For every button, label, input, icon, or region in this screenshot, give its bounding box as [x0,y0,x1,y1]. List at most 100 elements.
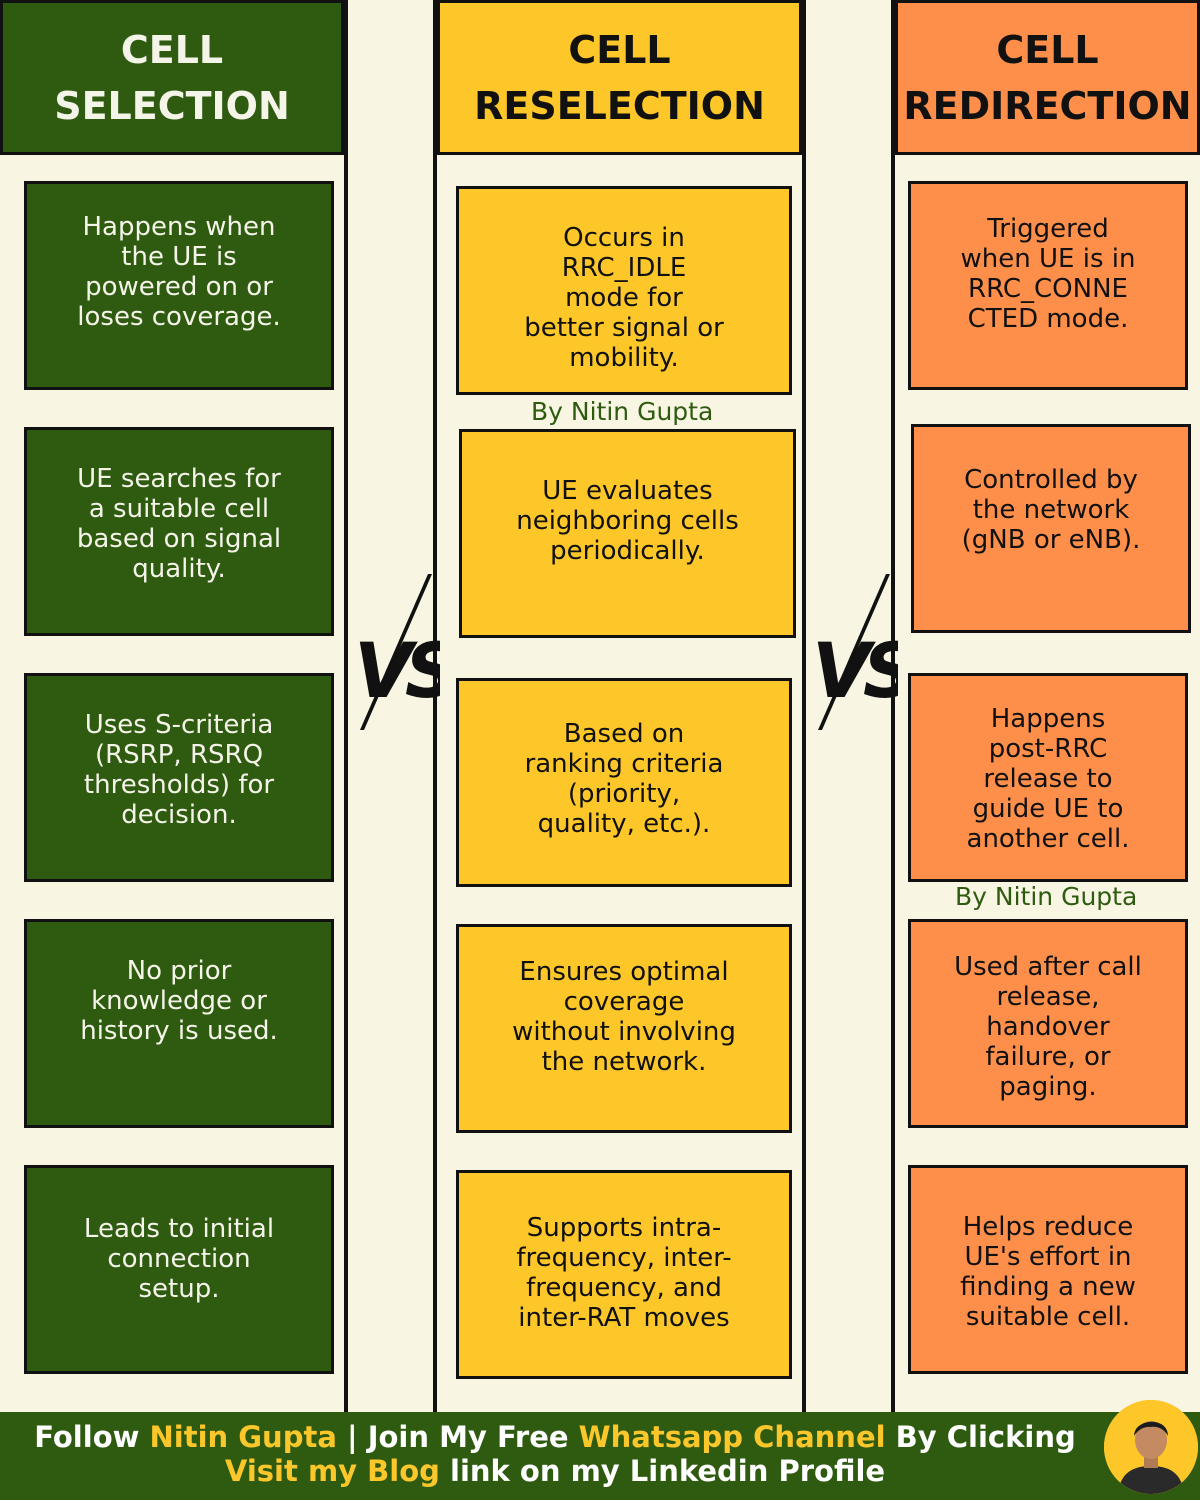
card-line: without involving [512,1017,736,1047]
card-line: loses coverage. [77,302,281,332]
header-line: SELECTION [54,83,290,128]
card-reselection-5: Supports intra-frequency, inter-frequenc… [456,1170,792,1379]
card-line: post-RRC [988,734,1108,764]
card-line: release, [996,982,1100,1012]
card-line: release to [983,764,1113,794]
header-line: RESELECTION [474,83,765,128]
whatsapp-channel-link[interactable]: Whatsapp Channel [578,1420,886,1454]
card-line: ranking criteria [524,749,724,779]
card-line: the UE is [121,242,237,272]
header-cell-reselection: CELL RESELECTION [437,0,802,155]
card-line: suitable cell. [965,1302,1131,1332]
card-line: Happens [990,704,1106,734]
blog-link[interactable]: Visit my Blog [224,1454,440,1488]
card-line: Used after call [954,952,1142,982]
card-line: powered on or [85,272,273,302]
versus-text: VS [354,626,440,715]
header-line: CELL [120,27,224,72]
card-line: (gNB or eNB). [961,525,1141,555]
header-line: CELL [996,27,1099,72]
footer-text: | Join My Free [336,1420,579,1454]
card-line: Controlled by [964,465,1138,495]
card-line: frequency, inter- [516,1243,732,1273]
card-line: better signal or [524,313,724,343]
card-line: a suitable cell [88,494,270,524]
author-link[interactable]: Nitin Gupta [149,1420,337,1454]
card-line: setup. [138,1274,220,1304]
byline-author: By Nitin Gupta [955,882,1138,911]
card-line: failure, or [985,1042,1111,1072]
author-avatar [1104,1400,1198,1494]
card-line: RRC_CONNE [968,274,1128,304]
card-line: Based on [563,719,685,749]
card-line: quality. [132,554,226,584]
card-line: UE evaluates [542,476,713,506]
card-line: decision. [121,800,237,830]
card-line: periodically. [550,536,705,566]
versus-text: VS [812,626,898,715]
card-line: thresholds) for [83,770,275,800]
footer-text: By Clicking [885,1420,1076,1454]
card-line: UE searches for [77,464,281,494]
card-line: (RSRP, RSRQ [94,740,264,770]
card-line: handover [986,1012,1110,1042]
card-line: another cell. [966,824,1130,854]
card-line: the network. [541,1047,707,1077]
footer-banner: Follow Nitin Gupta | Join My Free Whatsa… [0,1412,1200,1500]
versus-slash [818,574,890,730]
card-line: mobility. [569,343,679,373]
card-line: Triggered [987,214,1109,244]
card-line: guide UE to [972,794,1124,824]
card-line: history is used. [80,1016,278,1046]
column-divider [891,0,895,1412]
header-cell-selection: CELL SELECTION [0,0,344,155]
card-line: Ensures optimal [519,957,729,987]
card-line: Uses S-criteria [84,710,274,740]
footer-text: link on my Linkedin Profile [439,1454,886,1488]
card-line: connection [107,1244,251,1274]
footer-line-1: Follow Nitin Gupta | Join My Free Whatsa… [0,1420,1200,1454]
footer-text: Follow [34,1420,150,1454]
card-line: the network [972,495,1130,525]
card-line: UE's effort in [964,1242,1132,1272]
card-line: Leads to initial [83,1214,275,1244]
versus-icon: VS [354,574,440,730]
versus-slash [360,574,432,730]
byline-author: By Nitin Gupta [531,397,714,426]
header-line: REDIRECTION [903,83,1192,128]
card-line: RRC_IDLE [561,253,687,283]
card-line: knowledge or [91,986,267,1016]
card-line: inter-RAT moves [518,1303,730,1333]
card-line: Occurs in [563,223,685,253]
person-icon [1104,1400,1198,1494]
card-line: Supports intra- [526,1213,722,1243]
card-line: Happens when [82,212,276,242]
card-line: No prior [126,956,232,986]
card-line: coverage [563,987,685,1017]
card-line: neighboring cells [516,506,739,536]
card-line: quality, etc.). [537,809,711,839]
card-line: Helps reduce [962,1212,1134,1242]
footer-line-2: Visit my Blog link on my Linkedin Profil… [0,1454,1200,1488]
card-line: frequency, and [526,1273,722,1303]
versus-icon: VS [812,574,898,730]
column-divider [802,0,806,1412]
card-line: paging. [999,1072,1097,1102]
column-divider [344,0,348,1412]
card-line: CTED mode. [967,304,1129,334]
header-cell-redirection: CELL REDIRECTION [895,0,1200,155]
